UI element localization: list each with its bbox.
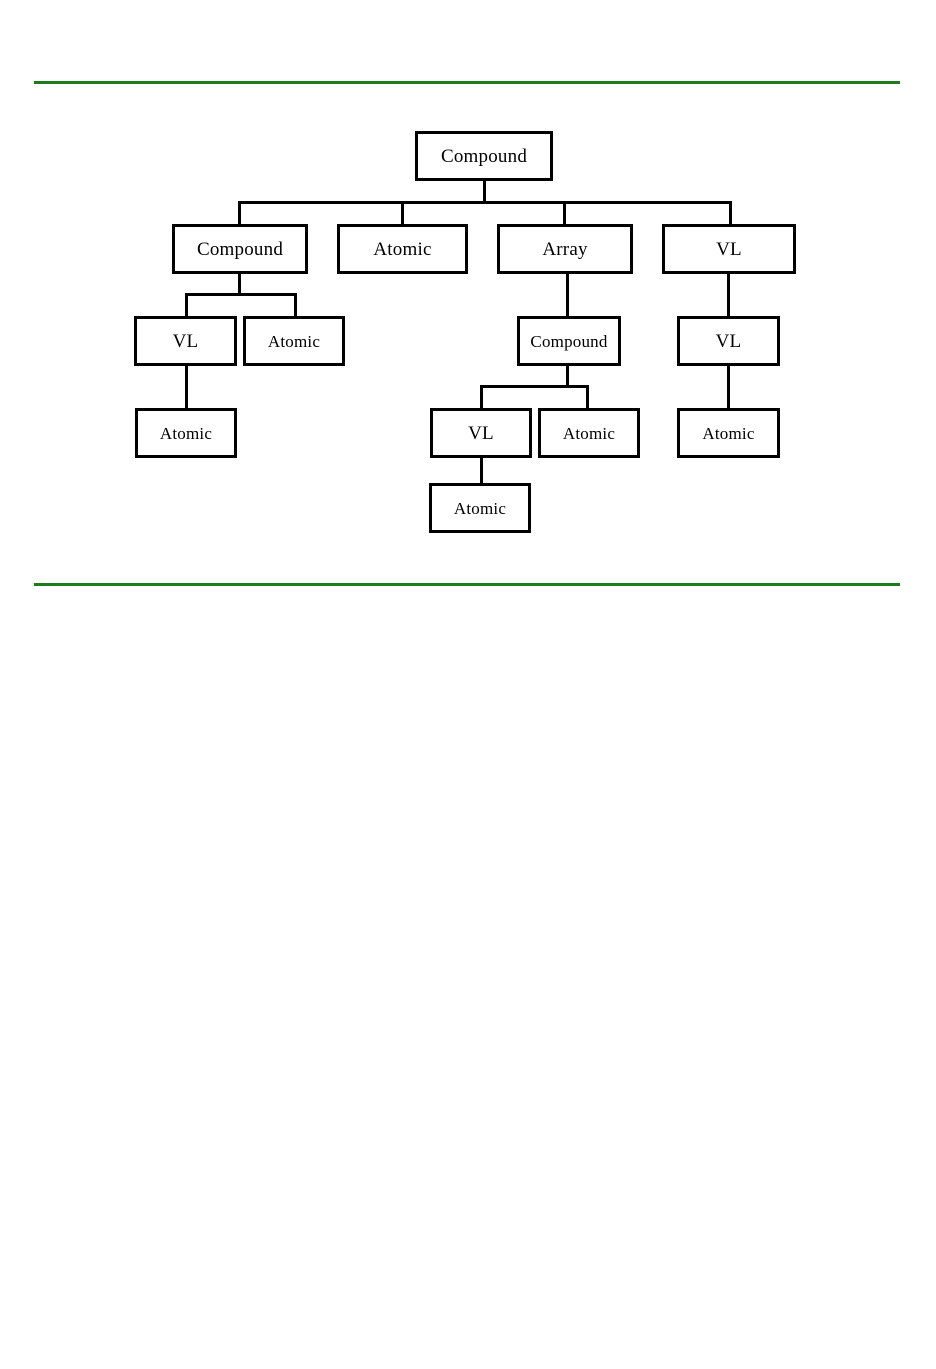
edge-array-to-compound [566,273,569,318]
edge-mid-compound-to-vl [480,385,483,410]
node-l3-atomic-left[interactable]: Atomic [135,408,237,458]
node-label: Atomic [453,498,507,518]
node-l3-atomic-mid[interactable]: Atomic [538,408,640,458]
edge-mid-vl-to-atomic [480,456,483,485]
node-label: Atomic [267,331,321,351]
node-label: Atomic [159,423,213,443]
edge-root-stem [483,180,486,204]
node-label: Array [542,238,588,260]
node-label: Compound [440,145,528,167]
edge-root-to-vl [729,201,732,225]
node-label: VL [468,422,494,444]
edge-right-vl-to-atomic [727,365,730,409]
edge-root-to-array [563,201,566,225]
figure-region: Compound Compound Atomic Array VL VL Ato… [0,0,936,620]
node-label: VL [715,330,742,352]
node-l3-atomic-right[interactable]: Atomic [677,408,780,458]
edge-compound-bus [185,293,297,296]
node-label: VL [716,238,742,260]
tree-diagram-canvas: Compound Compound Atomic Array VL VL Ato… [0,0,936,620]
edge-compound-to-vl [185,293,188,318]
node-l2-compound-mid[interactable]: Compound [517,316,621,366]
node-label: Compound [530,331,608,351]
node-root-compound[interactable]: Compound [415,131,553,181]
node-l1-compound[interactable]: Compound [172,224,308,274]
top-horizontal-rule [34,81,900,84]
node-l2-atomic-left[interactable]: Atomic [243,316,345,366]
edge-mid-compound-bus [480,385,589,388]
edge-root-to-atomic [401,201,404,225]
node-l2-vl-left[interactable]: VL [134,316,237,366]
edge-compound-stem [238,273,241,295]
edge-mid-compound-stem [566,365,569,387]
edge-right-vl-to-vl [727,273,730,318]
node-label: Atomic [702,423,755,443]
edge-mid-compound-to-atomic [586,385,589,410]
node-l4-atomic-mid[interactable]: Atomic [429,483,531,533]
edge-vl-to-atomic-left [185,365,188,409]
node-label: Atomic [562,423,616,443]
bottom-horizontal-rule [34,583,900,586]
node-l3-vl-mid[interactable]: VL [430,408,532,458]
node-l1-atomic[interactable]: Atomic [337,224,468,274]
node-l1-vl[interactable]: VL [662,224,796,274]
node-l2-vl-right[interactable]: VL [677,316,780,366]
node-label: Atomic [373,238,432,260]
node-l1-array[interactable]: Array [497,224,633,274]
node-label: Compound [196,238,284,260]
edge-root-bus [238,201,732,204]
node-label: VL [172,330,199,352]
edge-root-to-compound [238,201,241,225]
edge-compound-to-atomic [294,293,297,318]
